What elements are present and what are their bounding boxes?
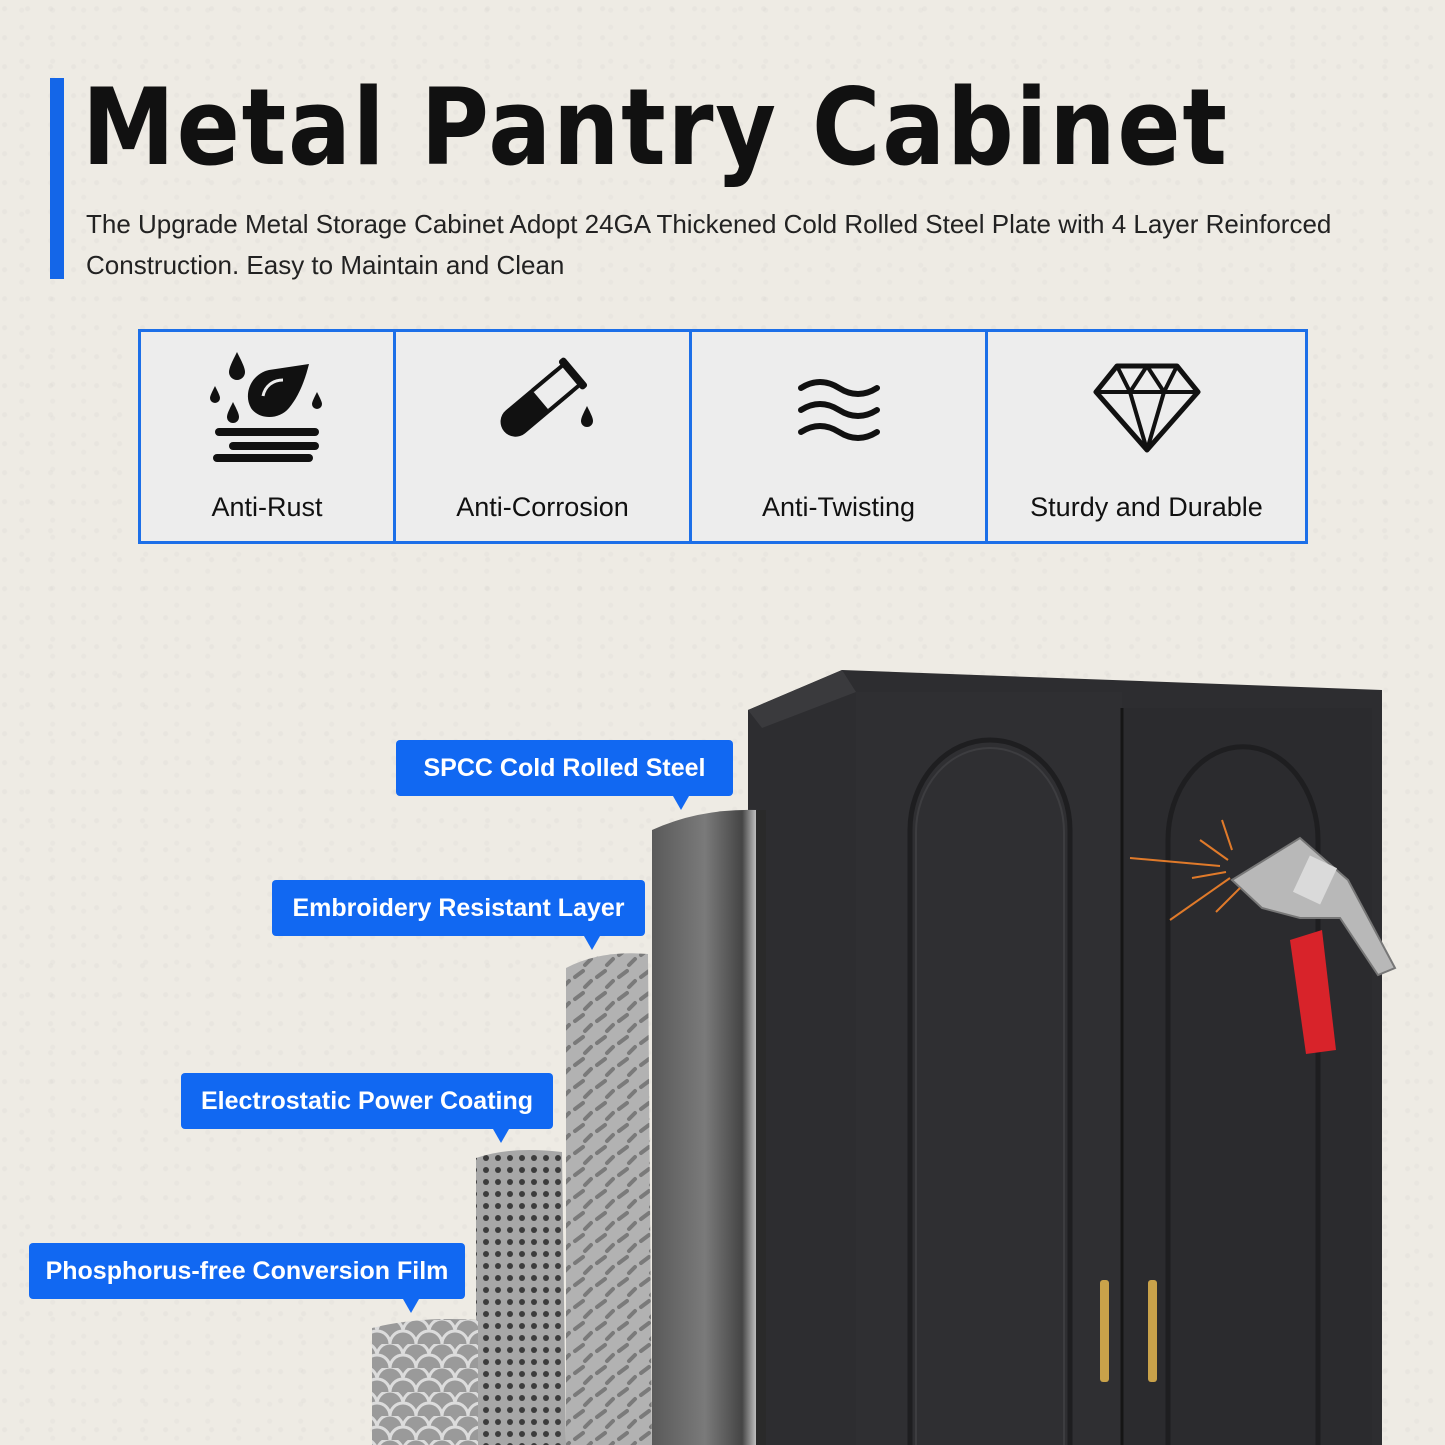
test-tube-icon: [500, 357, 593, 437]
feature-label: Anti-Rust: [211, 492, 323, 522]
hammer-illustration: [1129, 819, 1397, 1054]
layer-samples: [372, 809, 766, 1445]
callout-phosphorus: Phosphorus-free Conversion Film: [29, 1243, 465, 1313]
feature-strip: Anti-Rust Anti-Corrosion Anti-Twisting: [138, 329, 1308, 544]
feature-label: Anti-Twisting: [761, 492, 916, 522]
subtitle-line-1: The Upgrade Metal Storage Cabinet Adopt …: [86, 209, 1332, 239]
door-handle: [1100, 1280, 1109, 1382]
cabinet-illustration: [748, 670, 1382, 1445]
feature-anti-twisting: Anti-Twisting: [692, 332, 988, 541]
subtitle-line-2: Construction. Easy to Maintain and Clean: [86, 250, 565, 280]
feature-anti-rust: Anti-Rust: [141, 332, 396, 541]
door-handle: [1148, 1280, 1157, 1382]
diamond-icon: [1093, 363, 1200, 453]
feature-sturdy: Sturdy and Durable: [988, 332, 1305, 541]
feature-anti-corrosion: Anti-Corrosion: [396, 332, 692, 541]
waves-icon: [797, 379, 880, 441]
subtitle: The Upgrade Metal Storage Cabinet Adopt …: [86, 204, 1445, 286]
callout-embroidery: Embroidery Resistant Layer: [272, 880, 645, 950]
feature-label: Sturdy and Durable: [1030, 492, 1263, 522]
water-drops-icon: [210, 352, 322, 462]
page-title: Metal Pantry Cabinet: [82, 66, 1229, 189]
accent-bar: [50, 78, 64, 279]
callout-spcc: SPCC Cold Rolled Steel: [396, 740, 733, 810]
feature-label: Anti-Corrosion: [456, 492, 629, 522]
callout-electrostatic: Electrostatic Power Coating: [181, 1073, 553, 1143]
